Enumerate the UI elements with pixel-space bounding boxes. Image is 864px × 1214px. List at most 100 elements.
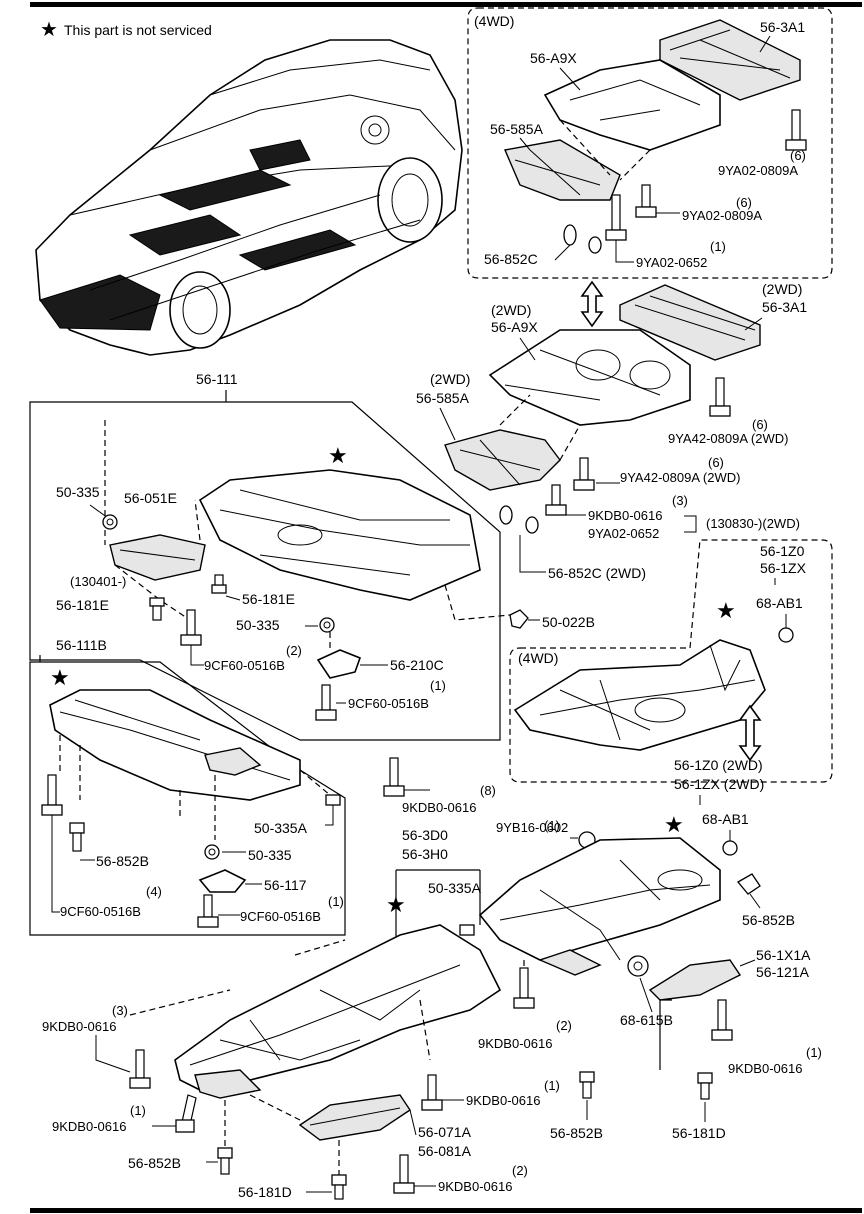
svg-text:9CF60-0516B: 9CF60-0516B <box>204 658 285 673</box>
svg-text:56-081A: 56-081A <box>418 1143 472 1159</box>
svg-text:56-051E: 56-051E <box>124 490 177 506</box>
svg-text:56-1Z0: 56-1Z0 <box>760 543 805 559</box>
svg-text:9YA02-0652: 9YA02-0652 <box>588 526 659 541</box>
bolt-icon <box>785 109 807 151</box>
clip-icon <box>737 873 761 895</box>
clip-icon <box>325 794 341 806</box>
bolt-icon <box>573 457 595 491</box>
svg-text:56-852B: 56-852B <box>128 1155 181 1171</box>
svg-text:(2WD): (2WD) <box>762 281 802 297</box>
svg-text:56-A9X: 56-A9X <box>491 319 538 335</box>
nut-icon <box>319 617 335 633</box>
svg-text:56-1ZX (2WD): 56-1ZX (2WD) <box>674 776 764 792</box>
svg-text:(1): (1) <box>710 239 726 254</box>
svg-text:9KDB0-0616: 9KDB0-0616 <box>52 1119 126 1134</box>
svg-text:50-335: 50-335 <box>248 847 292 863</box>
svg-text:68-AB1: 68-AB1 <box>702 811 749 827</box>
clip-icon <box>217 1147 233 1175</box>
svg-text:9CF60-0516B: 9CF60-0516B <box>60 904 141 919</box>
clip-icon <box>499 505 539 534</box>
svg-text:56-210C: 56-210C <box>390 657 444 673</box>
svg-text:56-852C: 56-852C <box>484 251 538 267</box>
svg-text:(130830-)(2WD): (130830-)(2WD) <box>706 516 800 531</box>
svg-text:56-585A: 56-585A <box>490 121 544 137</box>
double-arrow-icon <box>580 280 604 328</box>
svg-text:(6): (6) <box>736 195 752 210</box>
svg-text:(4WD): (4WD) <box>474 13 514 29</box>
clip-icon <box>459 924 475 936</box>
svg-text:(1): (1) <box>806 1045 822 1060</box>
svg-text:50-335A: 50-335A <box>254 820 308 836</box>
nut-icon <box>102 514 118 530</box>
clip-50-022B: 50-022B <box>444 584 595 630</box>
legend: ★ This part is not serviced <box>40 19 212 41</box>
bottom-rule <box>30 1208 862 1213</box>
svg-text:9KDB0-0616: 9KDB0-0616 <box>466 1093 540 1108</box>
nut-icon <box>204 844 220 860</box>
svg-text:9CF60-0516B: 9CF60-0516B <box>348 696 429 711</box>
double-arrow-icon <box>738 704 762 762</box>
svg-text:50-335: 50-335 <box>236 617 280 633</box>
bolt-icon <box>545 484 567 516</box>
svg-text:9KDB0-0616: 9KDB0-0616 <box>478 1036 552 1051</box>
svg-text:(3): (3) <box>112 1003 128 1018</box>
star-icon: ★ <box>328 443 348 468</box>
bolt-icon <box>393 1154 415 1194</box>
svg-text:(2): (2) <box>556 1018 572 1033</box>
svg-text:(6): (6) <box>708 455 724 470</box>
clip-icon <box>778 614 794 643</box>
svg-text:9KDB0-0616: 9KDB0-0616 <box>588 508 662 523</box>
bolt-icon <box>175 1094 197 1133</box>
svg-text:9KDB0-0616: 9KDB0-0616 <box>728 1061 802 1076</box>
svg-text:56-181D: 56-181D <box>238 1184 292 1200</box>
svg-text:(2WD): (2WD) <box>430 371 470 387</box>
svg-text:9YA02-0809A: 9YA02-0809A <box>682 208 762 223</box>
svg-text:(130401-): (130401-) <box>70 574 126 589</box>
star-icon: ★ <box>664 812 684 837</box>
svg-text:9YB16-0602: 9YB16-0602 <box>496 820 568 835</box>
bolt-icon <box>197 894 219 928</box>
svg-text:9KDB0-0616: 9KDB0-0616 <box>402 800 476 815</box>
svg-text:(3): (3) <box>672 493 688 508</box>
bolt-icon <box>635 184 657 218</box>
svg-text:56-121A: 56-121A <box>756 964 810 980</box>
svg-text:(6): (6) <box>752 417 768 432</box>
svg-text:50-335A: 50-335A <box>428 880 482 896</box>
svg-text:56-117: 56-117 <box>264 877 307 893</box>
svg-text:56-181D: 56-181D <box>672 1125 726 1141</box>
svg-text:56-3D0: 56-3D0 <box>402 827 448 843</box>
bolt-icon <box>180 609 202 646</box>
top-rule <box>30 2 862 7</box>
svg-text:9KDB0-0616: 9KDB0-0616 <box>438 1179 512 1194</box>
bolt-icon <box>421 1074 443 1111</box>
svg-text:(1): (1) <box>544 1078 560 1093</box>
svg-text:(6): (6) <box>790 148 806 163</box>
svg-text:68-615B: 68-615B <box>620 1012 673 1028</box>
svg-text:56-852B: 56-852B <box>550 1125 603 1141</box>
star-icon: ★ <box>386 892 406 917</box>
svg-text:56-585A: 56-585A <box>416 390 470 406</box>
svg-text:(2): (2) <box>286 643 302 658</box>
star-icon: ★ <box>50 665 70 690</box>
svg-text:9YA02-0652: 9YA02-0652 <box>636 255 707 270</box>
bolt-icon <box>513 967 535 1009</box>
svg-text:(1): (1) <box>430 678 446 693</box>
svg-text:(8): (8) <box>480 783 496 798</box>
vehicle-illustration <box>35 39 463 356</box>
grommet-icon <box>627 955 649 977</box>
legend-text: This part is not serviced <box>64 22 212 38</box>
svg-text:9YA42-0809A (2WD): 9YA42-0809A (2WD) <box>620 470 740 485</box>
svg-text:(1): (1) <box>130 1103 146 1118</box>
svg-text:(1): (1) <box>544 818 560 833</box>
group-4wd-mid: (4WD) 56-1Z0 56-1ZX ★ 68-AB1 <box>509 539 833 783</box>
group-56-3D0: 56-3D0 56-3H0 50-335A ★ (3) 9KDB0-0616 (… <box>42 827 560 1200</box>
svg-text:56-181E: 56-181E <box>242 591 295 607</box>
clip-icon <box>211 574 227 594</box>
star-icon: ★ <box>40 19 58 41</box>
svg-text:9KDB0-0616: 9KDB0-0616 <box>42 1019 116 1034</box>
bolt-icon <box>709 377 731 417</box>
svg-text:56-852B: 56-852B <box>742 912 795 928</box>
svg-text:56-3A1: 56-3A1 <box>760 19 805 35</box>
bolt-icon <box>315 684 337 721</box>
